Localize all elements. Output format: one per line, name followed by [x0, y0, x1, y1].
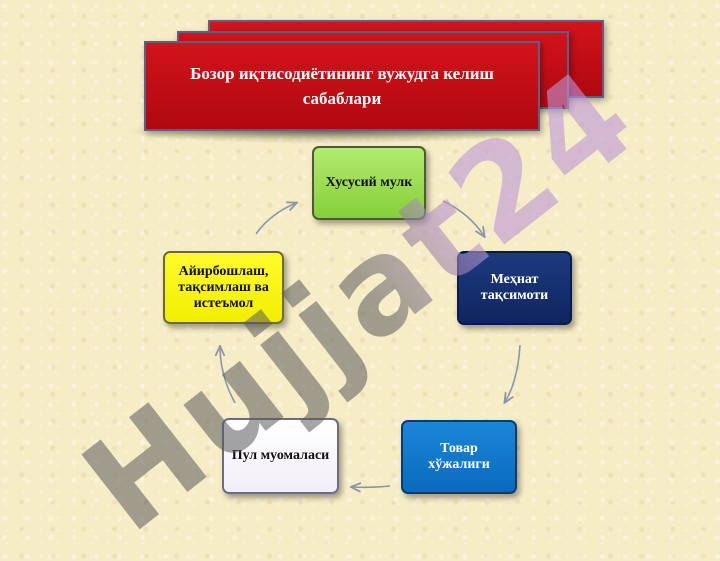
arrow-money-to-exchange	[220, 347, 236, 404]
node-commodity-economy-label: Товар хўжалиги	[428, 441, 490, 472]
page-title: Бозор иқтисодиётининг вужудга келиш саба…	[190, 64, 494, 108]
node-commodity-economy: Товар хўжалиги	[401, 420, 517, 494]
node-exchange-label: Айирбошлаш, тақсимлаш ва истеъмол	[178, 263, 269, 311]
node-labor-division: Меҳнат тақсимоти	[457, 251, 572, 325]
node-money-circulation: Пул муомаласи	[222, 418, 339, 494]
node-private-property-label: Хусусий мулк	[325, 175, 413, 190]
node-money-circulation-label: Пул муомаласи	[231, 448, 330, 463]
node-labor-division-label: Меҳнат тақсимоти	[480, 272, 549, 303]
arrow-labor-to-goods	[505, 344, 521, 402]
arrow-private-to-labor	[442, 200, 484, 236]
cycle-arrows	[0, 200, 521, 540]
title-banner: Бозор иқтисодиётининг вужудга келиш саба…	[144, 41, 540, 131]
node-exchange: Айирбошлаш, тақсимлаш ва истеъмол	[163, 251, 284, 324]
arrow-exchange-to-private	[255, 203, 296, 235]
arrow-goods-to-money	[352, 486, 391, 487]
node-private-property: Хусусий мулк	[312, 146, 426, 220]
